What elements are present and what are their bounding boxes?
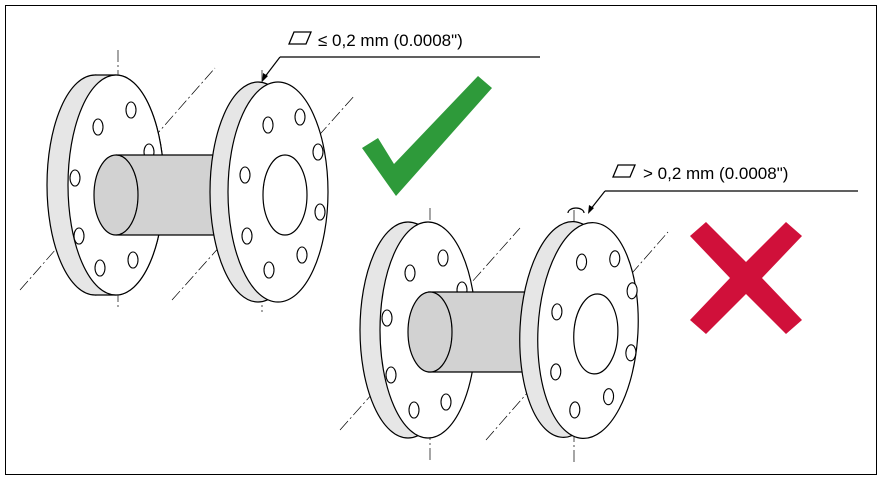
tolerance-callout-ok: ≤ 0,2 mm (0.0008"): [262, 31, 540, 82]
misaligned-assembly: [339, 208, 669, 462]
right-flange: [519, 220, 639, 440]
aligned-assembly: [19, 50, 356, 312]
cross-icon: [690, 222, 802, 334]
flatness-symbol-icon: [612, 164, 636, 178]
right-flange: [209, 81, 329, 303]
flatness-symbol-icon: [288, 31, 312, 45]
callout-ok-text: ≤ 0,2 mm (0.0008"): [318, 31, 463, 50]
tolerance-callout-bad: > 0,2 mm (0.0008"): [567, 164, 858, 214]
checkmark-icon: [362, 76, 492, 196]
callout-bad-text: > 0,2 mm (0.0008"): [643, 164, 788, 183]
